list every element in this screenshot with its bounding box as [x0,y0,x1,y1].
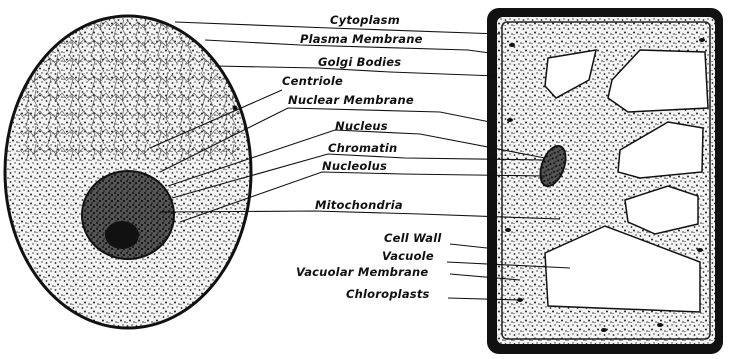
label-plasma-membrane: Plasma Membrane [300,32,423,46]
label-chloroplasts: Chloroplasts [346,287,430,301]
label-golgi-bodies: Golgi Bodies [318,55,401,69]
plant-cell [487,8,723,354]
labels: Cytoplasm Plasma Membrane Golgi Bodies C… [282,13,442,301]
label-chromatin: Chromatin [328,141,397,155]
label-vacuolar-membrane: Vacuolar Membrane [296,265,428,279]
label-mitochondria: Mitochondria [315,198,403,212]
label-cytoplasm: Cytoplasm [330,13,400,27]
animal-cell [5,16,251,328]
label-nuclear-membrane: Nuclear Membrane [288,93,414,107]
label-centriole: Centriole [282,74,343,88]
label-vacuole: Vacuole [382,249,434,263]
label-nucleus: Nucleus [335,119,388,133]
label-cell-wall: Cell Wall [384,231,442,245]
animal-cell-reticulum [20,20,240,160]
label-nucleolus: Nucleolus [322,159,387,173]
nucleolus-shape [105,221,139,249]
